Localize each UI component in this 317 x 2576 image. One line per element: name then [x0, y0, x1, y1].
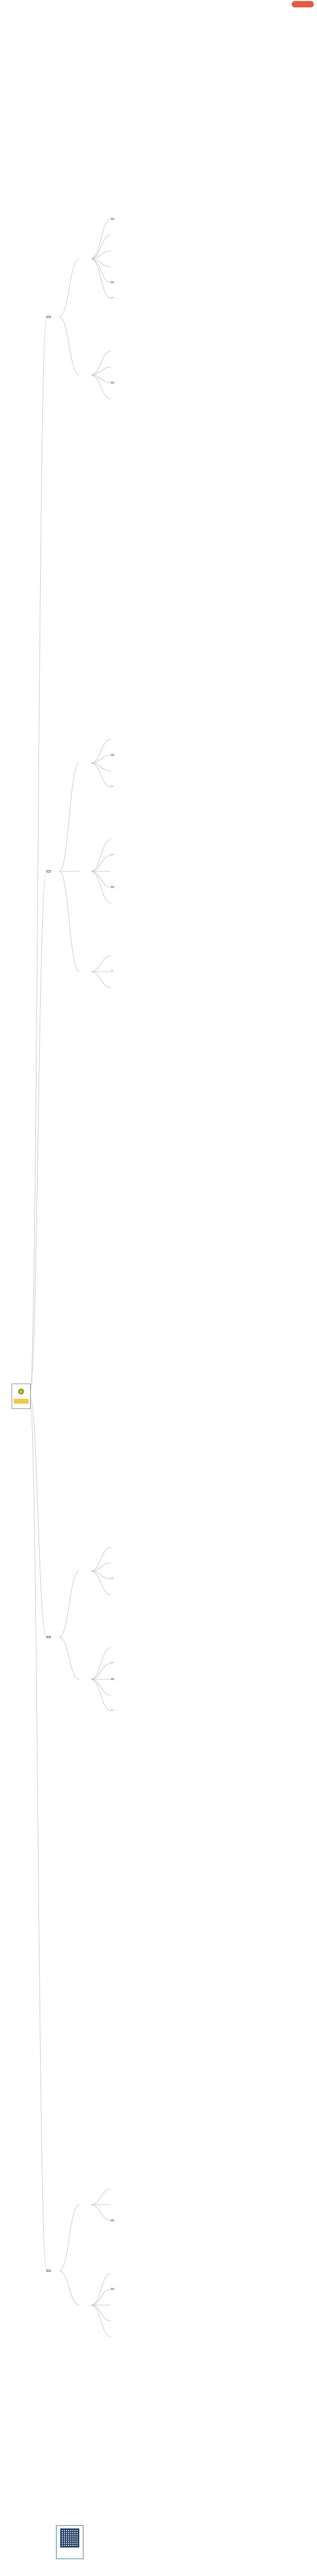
connector-line — [90, 1571, 111, 1580]
connector-line — [90, 1679, 111, 1712]
footer-qr-caption — [58, 2549, 81, 2556]
connector-line — [29, 1395, 47, 2271]
leaf-node-4-1-3 — [111, 2220, 114, 2221]
branch-node-3 — [46, 1636, 51, 1638]
leaf-node-3-2-3 — [111, 1678, 114, 1680]
leaf-node-1-1-5 — [111, 281, 114, 283]
root-node-card — [12, 1384, 31, 1409]
connector-line — [90, 1647, 111, 1680]
connector-line — [90, 374, 111, 383]
connector-line — [90, 250, 111, 259]
qr-code-icon — [60, 2528, 79, 2547]
connector-line — [90, 2273, 111, 2306]
leaf-node-2-2-4 — [111, 886, 114, 888]
connector-line — [90, 955, 111, 972]
branch-node-2 — [46, 870, 51, 872]
connector-line — [59, 316, 80, 375]
connector-line — [90, 1547, 111, 1572]
connector-line — [90, 763, 111, 787]
connector-line — [90, 2188, 111, 2205]
leaf-node-1-2-3 — [111, 382, 114, 383]
connector-line — [90, 763, 111, 772]
connector-line — [59, 258, 80, 317]
root-node-title — [14, 1399, 29, 1404]
connector-line — [90, 755, 111, 764]
connector-line — [59, 2270, 80, 2306]
leaf-node-2-1-2 — [111, 754, 114, 756]
footer-qr-card — [56, 2525, 83, 2559]
connector-line — [90, 1563, 111, 1572]
connector-line — [90, 1663, 111, 1680]
connector-line — [90, 1679, 111, 1696]
connector-line — [90, 2289, 111, 2306]
connector-line — [90, 871, 111, 888]
leaf-node-2-2-2 — [111, 854, 113, 855]
connector-line — [90, 971, 111, 988]
connector-line — [59, 763, 80, 872]
connector-line — [59, 1571, 80, 1638]
connector-line — [90, 2305, 111, 2321]
connector-line — [90, 351, 111, 375]
connector-line — [90, 871, 111, 904]
connector-line — [90, 258, 111, 299]
connector-line — [90, 839, 111, 872]
flower-illustration-icon — [18, 1388, 24, 1395]
connector-line — [59, 871, 80, 972]
connector-line — [90, 219, 111, 259]
connector-line — [90, 234, 111, 259]
connector-line — [29, 316, 47, 1396]
connector-line — [59, 2204, 80, 2271]
connector-line — [29, 1395, 47, 1638]
connector-line — [90, 374, 111, 399]
connector-line — [90, 855, 111, 872]
leaf-node-1-1-6 — [111, 297, 113, 298]
connector-line — [90, 366, 111, 375]
connector-line — [90, 1571, 111, 1595]
connector-line — [29, 871, 47, 1396]
leaf-node-3-2-2 — [111, 1662, 113, 1663]
connector-line — [90, 739, 111, 764]
top-right-badge[interactable] — [292, 1, 314, 7]
connector-line — [59, 1637, 80, 1680]
branch-node-4 — [46, 2270, 51, 2272]
branch-node-1 — [46, 316, 51, 318]
connector-line — [90, 258, 111, 283]
connector-line — [90, 2305, 111, 2337]
leaf-node-1-1-1 — [111, 218, 114, 220]
leaf-node-4-2-2 — [111, 2288, 114, 2290]
connector-line — [90, 2204, 111, 2221]
